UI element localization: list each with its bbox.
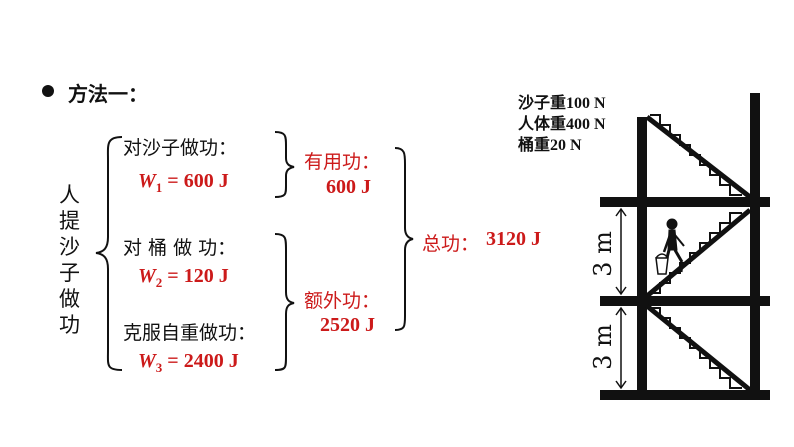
item-label: 对沙子做功： bbox=[123, 137, 238, 159]
building-post bbox=[750, 93, 760, 397]
item-label: 克服自重做功： bbox=[123, 322, 257, 344]
building-post bbox=[637, 117, 647, 397]
dimension-label: 3 m bbox=[588, 231, 617, 277]
floor-slab bbox=[600, 296, 770, 306]
formula-value: = 600 J bbox=[167, 170, 229, 192]
side-char: 人 bbox=[59, 183, 80, 207]
total-label: 总功： bbox=[422, 233, 480, 255]
extra-label: 额外功： bbox=[304, 290, 381, 312]
stairs bbox=[650, 307, 742, 389]
formula-symbol: W bbox=[138, 265, 156, 287]
useful-value: 600 J bbox=[326, 176, 371, 198]
dimension-arrow bbox=[615, 286, 627, 296]
formula-subscript: 3 bbox=[155, 360, 163, 375]
extra-value: 2520 J bbox=[320, 314, 375, 336]
side-char: 功 bbox=[59, 313, 80, 337]
useful-label: 有用功： bbox=[304, 151, 381, 173]
heading: 方法一： bbox=[68, 82, 148, 106]
side-label: 人 提 沙 子 做 功 bbox=[59, 182, 80, 338]
brace-extra bbox=[274, 233, 295, 371]
formula: W2 = 120 J bbox=[138, 265, 229, 291]
stairs bbox=[650, 212, 742, 294]
formula: W3 = 2400 J bbox=[138, 350, 239, 376]
item-label: 对 桶 做 功： bbox=[123, 237, 237, 259]
note-line: 人体重400 N bbox=[518, 116, 606, 133]
formula-subscript: 1 bbox=[155, 180, 163, 195]
brace-left bbox=[95, 136, 123, 371]
floor-slab bbox=[600, 390, 770, 400]
side-char: 沙 bbox=[59, 235, 80, 259]
formula-subscript: 2 bbox=[155, 275, 163, 290]
side-char: 做 bbox=[59, 287, 80, 311]
brace-useful bbox=[274, 131, 295, 198]
dimension-arrow bbox=[615, 207, 627, 217]
formula-value: = 120 J bbox=[167, 265, 229, 287]
dimension-arrow bbox=[615, 306, 627, 316]
total-value: 3120 J bbox=[486, 228, 541, 250]
side-char: 子 bbox=[59, 261, 80, 285]
formula-symbol: W bbox=[138, 350, 156, 372]
stairs bbox=[650, 114, 742, 196]
stair-stringer bbox=[645, 115, 752, 199]
given-notes: 沙子重100 N 人体重400 N 桶重20 N bbox=[518, 93, 606, 156]
brace-total bbox=[394, 147, 414, 331]
person-icon bbox=[662, 218, 685, 273]
note-line: 沙子重100 N bbox=[518, 95, 606, 112]
dimension-arrow bbox=[615, 380, 627, 390]
formula: W1 = 600 J bbox=[138, 170, 229, 196]
floor-slab bbox=[600, 197, 770, 207]
bullet-icon bbox=[42, 85, 54, 97]
note-line: 桶重20 N bbox=[518, 137, 582, 154]
formula-value: = 2400 J bbox=[167, 350, 239, 372]
dimension-label: 3 m bbox=[588, 324, 617, 370]
side-char: 提 bbox=[59, 209, 80, 233]
bucket-icon bbox=[655, 253, 669, 275]
formula-symbol: W bbox=[138, 170, 156, 192]
